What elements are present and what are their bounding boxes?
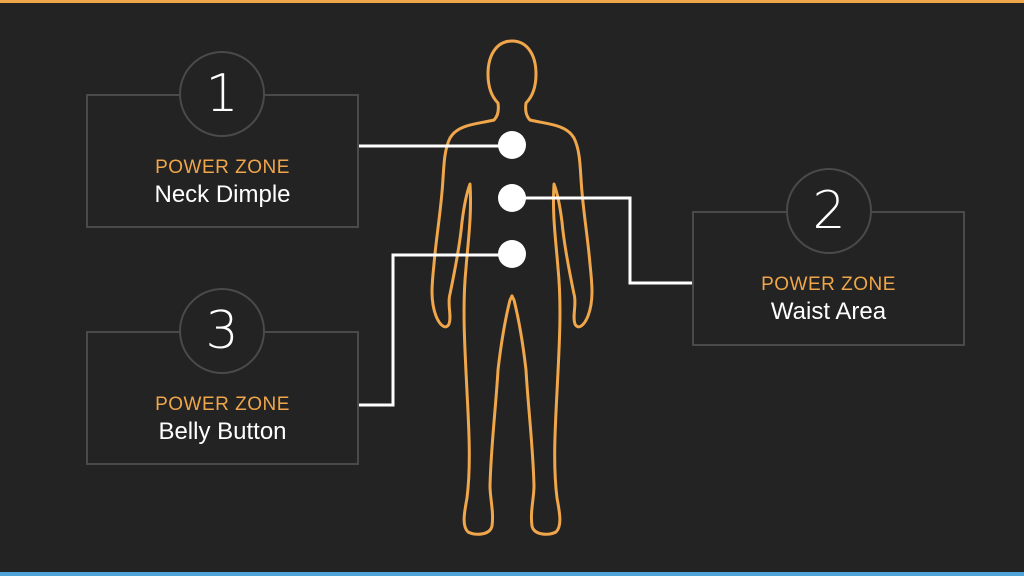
connector-zone-2 [512,196,692,285]
top-accent-bar [0,0,1024,3]
zone-2-number: 2 [812,181,846,241]
zone-1-number-badge: 1 [179,51,265,137]
human-body-outline-icon [430,39,594,536]
zone-1-number: 1 [205,64,239,124]
zone-2-text: POWER ZONE Waist Area [692,273,965,327]
connector-lines [359,144,692,407]
zone-1-name: Neck Dimple [154,181,291,208]
zone-2-kicker: POWER ZONE [761,274,896,295]
zone-3-kicker: POWER ZONE [155,394,290,415]
zone-2-number-badge: 2 [786,168,872,254]
zone-1-kicker: POWER ZONE [155,157,290,178]
zone-marker-dot [498,240,526,268]
zone-marker-dot [498,184,526,212]
zone-3-number: 3 [205,301,239,361]
zone-3-text: POWER ZONE Belly Button [86,393,359,447]
bottom-accent-bar [0,572,1024,576]
zone-1-text: POWER ZONE Neck Dimple [86,156,359,210]
zone-3-number-badge: 3 [179,288,265,374]
zone-3-name: Belly Button [158,418,287,445]
connector-zone-3 [359,253,512,407]
zone-2-name: Waist Area [770,298,887,325]
zone-marker-dot [498,131,526,159]
